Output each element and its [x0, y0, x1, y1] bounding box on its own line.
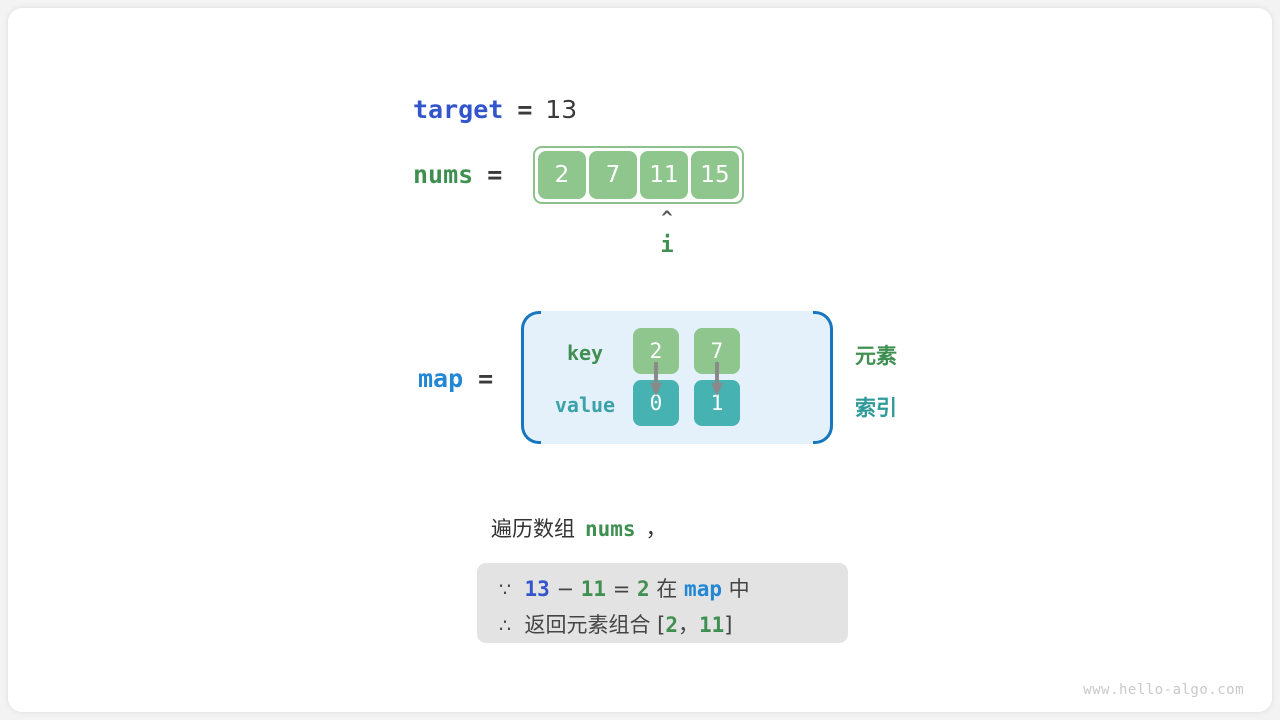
map-line: map =: [418, 362, 493, 394]
result-left-bracket: [: [657, 613, 666, 637]
conclusion-line-premise: ∵ 13 − 11 = 2 在 map 中: [499, 573, 750, 603]
result-second-element: 11: [699, 613, 725, 637]
nums-line: nums =: [413, 158, 502, 190]
caption-variable: nums: [585, 517, 636, 541]
caption-line: 遍历数组 nums ，: [491, 513, 667, 543]
caption-prefix: 遍历数组: [491, 517, 575, 541]
target-variable-label: target: [413, 94, 504, 124]
index-pointer-caret-icon: ^: [661, 207, 673, 229]
map-equals-sign: =: [478, 363, 494, 393]
target-equals-sign: =: [517, 94, 533, 124]
premise-tail-word: 中: [728, 577, 750, 601]
result-right-bracket: ]: [724, 613, 733, 637]
map-mapping-arrow-icon: [711, 362, 723, 396]
because-symbol: ∵: [499, 579, 512, 601]
premise-target-value: 13: [524, 577, 550, 601]
conclusion-box: ∵ 13 − 11 = 2 在 map 中 ∴ 返回元素组合 [ 2: [477, 563, 848, 643]
premise-map-word: map: [684, 577, 722, 601]
premise-complement: 2: [637, 577, 650, 601]
premise-in-word: 在: [656, 577, 678, 601]
nums-equals-sign: =: [487, 159, 503, 189]
caption-suffix: ，: [645, 517, 667, 541]
array-cell: 2: [538, 151, 586, 199]
result-text: 返回元素组合: [524, 613, 651, 637]
array-cell: 11: [640, 151, 688, 199]
map-right-bracket-icon: [813, 311, 833, 444]
target-value: 13: [545, 94, 578, 124]
result-first-element: 2: [665, 613, 678, 637]
nums-variable-label: nums: [413, 159, 474, 189]
therefore-symbol: ∴: [499, 615, 512, 637]
map-key-row-label: key: [566, 341, 604, 365]
premise-current-element: 11: [580, 577, 607, 601]
map-value-row-label: value: [554, 393, 616, 417]
watermark: www.hello-algo.com: [1083, 682, 1244, 698]
target-line: target = 13: [413, 92, 577, 126]
conclusion-line-result: ∴ 返回元素组合 [ 2 ， 11 ]: [499, 609, 733, 639]
map-variable-label: map: [418, 363, 464, 393]
premise-minus-sign: −: [556, 577, 575, 601]
map-legend-index: 索引: [855, 396, 897, 420]
index-pointer-label: i: [660, 233, 674, 258]
map-legend-element: 元素: [855, 344, 897, 368]
map-value-cell: 0: [633, 380, 679, 426]
map-left-bracket-icon: [521, 311, 541, 444]
nums-array: 2 7 11 15: [533, 146, 744, 204]
array-cell: 7: [589, 151, 637, 199]
premise-equals-sign: =: [612, 577, 631, 601]
array-cell: 15: [691, 151, 739, 199]
map-mapping-arrow-icon: [650, 362, 662, 396]
map-row-labels: key value: [548, 311, 622, 444]
result-comma: ，: [678, 613, 699, 637]
